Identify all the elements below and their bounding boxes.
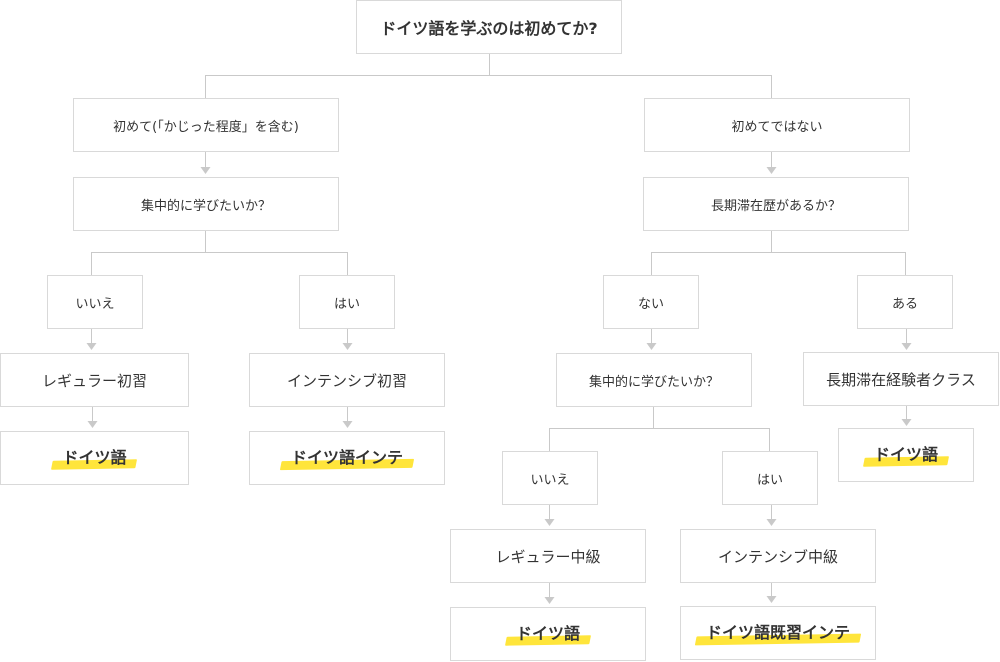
result-regular-beginner-label: ドイツ語 [56, 447, 132, 469]
answer-no-right-label: いいえ [530, 472, 570, 488]
first-time-node: 初めて(「かじった程度」を含む) [73, 98, 339, 152]
split-long-stay [651, 231, 906, 275]
long-stay-question: 長期滞在歴があるか？ [643, 177, 909, 231]
long-stay-question-label: 長期滞在歴があるか？ [710, 198, 841, 214]
split-root [205, 54, 772, 98]
course-intensive-intermediate: インテンシブ中級 [680, 529, 876, 583]
course-regular-intermediate-label: レギュラー中級 [495, 547, 601, 566]
not-first-time-node: 初めてではない [644, 98, 910, 152]
course-intensive-beginner-label: インテンシブ初習 [286, 371, 407, 390]
link-intensive-beginner-arrow [342, 421, 353, 428]
link-regular-intermediate-arrow [544, 597, 555, 604]
answer-no-left: いいえ [47, 275, 143, 329]
answer-have-label: ある [891, 296, 918, 312]
result-regular-intermediate-label: ドイツ語 [510, 623, 586, 645]
split-intensive-right [549, 407, 770, 451]
link-ans-no-left-arrow [86, 343, 97, 350]
course-regular-beginner: レギュラー初習 [0, 353, 189, 407]
result-intensive-intermediate[interactable]: ドイツ語既習インテ [680, 606, 876, 660]
root-question-label: ドイツ語を学ぶのは初めてか? [380, 19, 598, 38]
link-regular-beginner-arrow [87, 421, 98, 428]
link-long-stay-arrow [901, 419, 912, 426]
result-intensive-beginner[interactable]: ドイツ語インテ [249, 431, 445, 485]
answer-have: ある [857, 275, 953, 329]
not-first-time-label: 初めてではない [731, 119, 823, 135]
course-regular-beginner-label: レギュラー初習 [41, 371, 147, 390]
answer-none-label: ない [637, 296, 664, 312]
link-first-time-arrow [200, 167, 211, 174]
link-ans-none-arrow [646, 343, 657, 350]
intensive-question-left-label: 集中的に学びたいか？ [140, 198, 271, 214]
link-ans-no-right-arrow [544, 519, 555, 526]
answer-no-right: いいえ [502, 451, 598, 505]
result-intensive-intermediate-label: ドイツ語既習インテ [700, 622, 856, 644]
course-regular-intermediate: レギュラー中級 [450, 529, 646, 583]
intensive-question-right: 集中的に学びたいか？ [556, 353, 752, 407]
result-long-stay-label: ドイツ語 [868, 444, 944, 466]
answer-no-left-label: いいえ [75, 296, 115, 312]
answer-yes-right-label: はい [756, 472, 783, 488]
result-regular-intermediate[interactable]: ドイツ語 [450, 607, 646, 661]
link-ans-yes-left-arrow [342, 343, 353, 350]
result-regular-beginner[interactable]: ドイツ語 [0, 431, 189, 485]
answer-yes-right: はい [722, 451, 818, 505]
link-not-first-time-arrow [766, 167, 777, 174]
course-long-stay-label: 長期滞在経験者クラス [826, 370, 976, 389]
answer-none: ない [603, 275, 699, 329]
result-long-stay[interactable]: ドイツ語 [838, 428, 974, 482]
result-intensive-beginner-label: ドイツ語インテ [285, 447, 409, 469]
answer-yes-left-label: はい [333, 296, 360, 312]
link-ans-yes-right-arrow [766, 519, 777, 526]
link-ans-have-arrow [901, 343, 912, 350]
course-long-stay: 長期滞在経験者クラス [803, 352, 999, 406]
intensive-question-left: 集中的に学びたいか？ [73, 177, 339, 231]
root-question: ドイツ語を学ぶのは初めてか? [356, 0, 622, 54]
split-intensive-left [91, 231, 348, 275]
course-intensive-intermediate-label: インテンシブ中級 [717, 547, 838, 566]
answer-yes-left: はい [299, 275, 395, 329]
first-time-label: 初めて(「かじった程度」を含む) [113, 119, 299, 135]
link-intensive-intermediate-arrow [766, 596, 777, 603]
course-intensive-beginner: インテンシブ初習 [249, 353, 445, 407]
intensive-question-right-label: 集中的に学びたいか？ [588, 374, 719, 390]
